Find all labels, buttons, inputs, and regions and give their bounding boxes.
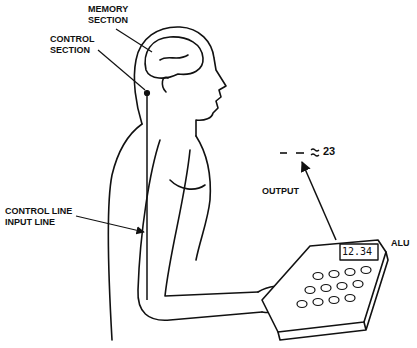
back-outline [108, 124, 142, 340]
display-reading: 12.34 [342, 246, 372, 258]
ear [162, 77, 168, 92]
part-label: CONTROL LINE INPUT LINE [5, 206, 77, 228]
calculator-side [278, 252, 388, 340]
signal-wave [311, 149, 319, 156]
output-value: 23 [323, 146, 335, 157]
part-label: MEMORY SECTION [88, 4, 150, 26]
control-dot [145, 91, 150, 96]
chest-line [170, 180, 205, 189]
arm-outline [138, 140, 262, 320]
brain-fold [160, 55, 188, 60]
part-label: CONTROL SECTION [50, 34, 106, 56]
calculator-display [340, 244, 378, 260]
signal-dash [280, 152, 287, 154]
signal-label: OUTPUT [262, 186, 299, 197]
head-outline [134, 27, 226, 136]
part-label: ALU [391, 238, 410, 249]
brain-outline [145, 37, 203, 78]
calculator-keys [297, 267, 371, 308]
control-line [146, 95, 148, 300]
calculator-body [262, 240, 386, 332]
output-arrow [302, 162, 336, 240]
signal-dash [296, 152, 304, 154]
leader-arrow [76, 216, 144, 232]
arm-inner [165, 150, 258, 296]
leader-line [116, 29, 152, 52]
chest-outline [196, 136, 210, 260]
leader-line [98, 50, 145, 90]
